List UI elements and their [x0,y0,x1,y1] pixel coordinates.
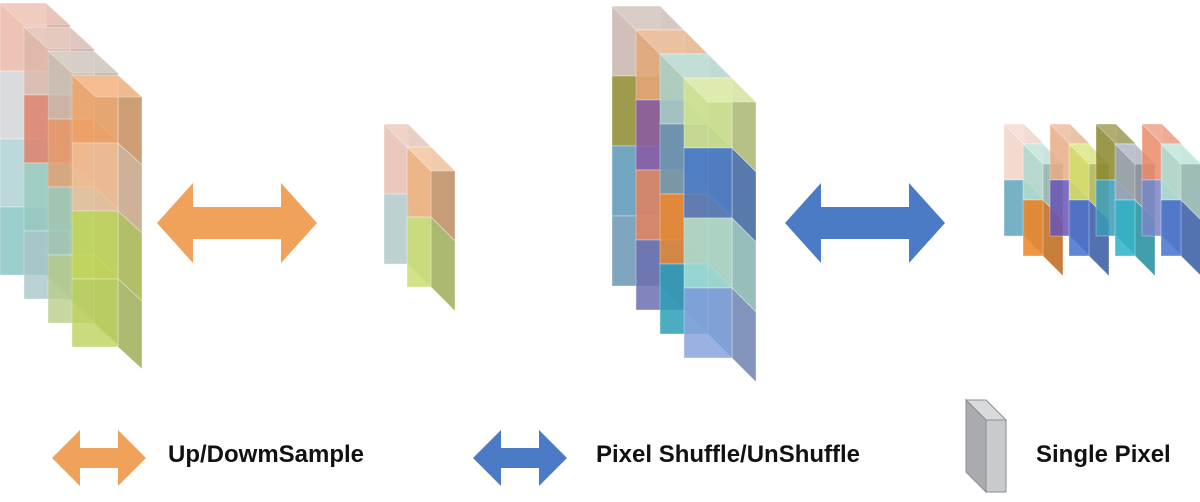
pixel-side-face [965,398,987,494]
legend [52,398,1008,494]
single-pixel-cube-icon [964,398,1008,494]
cube-top-face [1160,143,1200,165]
cube-front-face [1022,199,1044,257]
updown-legend-label: Up/DowmSample [168,441,365,468]
cube-front-face [71,278,119,348]
slab-column [1160,143,1200,276]
cube-front-face [71,210,119,280]
orange-double-arrow-icon [52,430,146,486]
cube-top-face [683,77,757,103]
cube-front-face [1141,179,1163,237]
cube-front-face [1049,179,1071,237]
cube-front-face [683,217,733,289]
cube-front-face [1095,179,1117,237]
cube-front-face [71,142,119,212]
large-feature-stack [0,2,144,370]
pixel-cube [683,287,757,383]
cube-top-face [1003,123,1045,145]
shuffled-feature-stack [611,5,757,383]
pixel-cube [1160,199,1200,276]
small-stack-column [406,146,456,312]
cube-top-face [70,74,144,98]
cube-front-face [1003,179,1025,237]
pixel-cube [71,142,143,234]
pixel-front-face [985,419,1007,493]
cube-top-face [0,2,72,26]
cube-front-face [683,287,733,359]
cube-front-face [683,147,733,219]
pixel-cube [71,210,143,302]
cube-front-face [383,193,409,265]
small-feature-stack [383,123,456,312]
unshuffled-channel-slabs [1003,123,1200,277]
blue-double-arrow-icon [473,430,567,486]
shuffle-double-arrow [785,183,945,263]
cube-front-face [1160,199,1182,257]
cube-top-face [1049,123,1091,145]
cube-front-face [1114,199,1136,257]
cube-front-face [1068,199,1090,257]
pixel-cube [71,278,143,370]
shuffle-legend-label: Pixel Shuffle/UnShuffle [596,441,861,468]
pixel-legend-label: Single Pixel [1036,441,1171,468]
pixel-cube [683,147,757,243]
cube-top-face [1141,123,1183,145]
cube-top-face [22,26,96,50]
cube-top-face [1095,123,1137,145]
pixel-cube [1114,199,1156,277]
cube-front-face [406,216,432,288]
cube-top-face [406,146,456,172]
large-stack-column [70,74,144,370]
cube-top-face [46,50,120,74]
shuffled-stack-column [683,77,757,383]
updown-double-arrow [157,183,317,263]
pixel-cube [683,217,757,313]
pixel-cube [406,216,456,312]
